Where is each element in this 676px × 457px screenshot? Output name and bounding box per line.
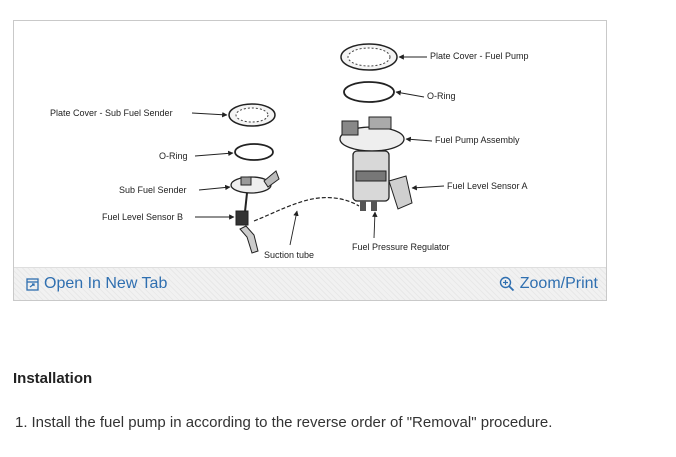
plate-cover-sub-part [228,103,276,127]
open-in-new-tab-label: Open In New Tab [44,275,168,292]
step-text: Install the fuel pump in according to th… [31,414,553,431]
label-suction-tube: Suction tube [264,250,314,260]
list-item: 1. Install the fuel pump in according to… [15,414,552,431]
label-oring-right: O-Ring [427,91,456,101]
open-in-new-tab-link[interactable]: Open In New Tab [26,274,167,294]
sub-fuel-sender-part [230,170,280,222]
zoom-print-link[interactable]: Zoom/Print [499,274,598,294]
label-fuel-level-sensor-b: Fuel Level Sensor B [102,212,183,222]
label-fuel-pump-assembly: Fuel Pump Assembly [435,135,520,145]
magnifier-icon [499,276,514,292]
label-fuel-level-sensor-a: Fuel Level Sensor A [447,181,528,191]
figure-toolbar: Open In New Tab Zoom/Print [14,267,606,300]
installation-steps: 1. Install the fuel pump in according to… [15,414,552,431]
plate-cover-fuel-pump-part [340,43,398,71]
fuel-pump-diagram: Plate Cover - Fuel Pump O-Ring Plate Cov… [50,43,529,260]
oring-left-part [234,143,274,161]
label-fuel-pressure-regulator: Fuel Pressure Regulator [352,242,450,252]
fuel-level-sensor-b-part [235,210,259,254]
label-plate-cover-fuel-pump: Plate Cover - Fuel Pump [430,51,529,61]
suction-tube-part [253,196,360,222]
fuel-pump-assembly-part [339,116,413,211]
oring-right-part [343,81,395,103]
section-heading: Installation [13,370,93,387]
label-sub-fuel-sender: Sub Fuel Sender [119,185,187,195]
zoom-print-label: Zoom/Print [519,275,598,292]
step-number: 1. [15,414,28,431]
label-oring-left: O-Ring [159,151,188,161]
diagram-figure: Plate Cover - Fuel Pump O-Ring Plate Cov… [13,20,607,301]
open-new-tab-icon [26,277,39,291]
label-plate-cover-sub: Plate Cover - Sub Fuel Sender [50,108,173,118]
